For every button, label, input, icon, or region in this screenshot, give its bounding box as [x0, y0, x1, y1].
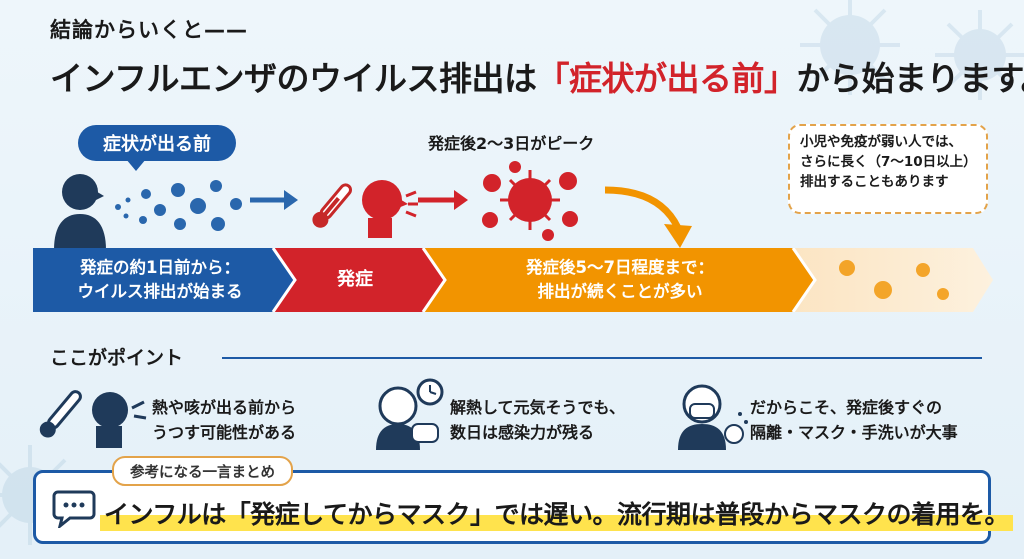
coughing-person-icon — [362, 180, 418, 238]
points-divider — [222, 357, 982, 359]
timeline-segment-red — [263, 248, 445, 312]
masked-person-clock-icon — [376, 378, 444, 450]
point-line: 数日は感染力が残る — [450, 423, 595, 442]
bubble-tail — [126, 159, 146, 171]
pre-symptom-bubble: 症状が出る前 — [78, 125, 236, 161]
headline-pre: インフルエンザのウイルス排出は — [50, 59, 537, 98]
long-shedding-note: 小児や免疫が弱い人では、 さらに長く（7〜10日以上） 排出することもあります — [788, 124, 988, 214]
timeline-segment-orange — [413, 248, 815, 312]
timeline-segment-1-label: 発症の約1日前から： ウイルス排出が始まる — [40, 256, 280, 304]
thermometer-icon — [312, 183, 352, 228]
point-1: 熱や咳が出る前から うつす可能性がある — [152, 395, 296, 445]
summary-text: インフルは「発症してからマスク」では遅い。流行期は普段からマスクの着用を。 — [100, 495, 1014, 531]
points-title: ここがポイント — [50, 347, 184, 369]
point-line: 熱や咳が出る前から — [152, 398, 297, 417]
peak-label: 発症後2〜3日がピーク — [428, 134, 595, 153]
timeline-bar — [33, 248, 993, 312]
headline-post: から始まります。 — [796, 59, 1024, 98]
peak-virus-cluster-icon — [482, 161, 578, 241]
headline-highlight: 「症状が出る前」 — [536, 59, 798, 98]
timeline-segment-2-label: 発症 — [290, 268, 420, 292]
point-line: うつす可能性がある — [152, 423, 297, 442]
virus-decoration-icon — [800, 0, 900, 95]
point-2: 解熱して元気そうでも、 数日は感染力が残る — [450, 395, 625, 445]
thermometer-cough-icon — [39, 390, 147, 448]
segment-line: 発症の約1日前から： — [80, 258, 240, 277]
arrow-right-icon — [250, 190, 298, 210]
virus-spread-icon — [115, 180, 242, 231]
note-line: さらに長く（7〜10日以上） — [800, 154, 977, 170]
timeline-segment-blue — [33, 248, 295, 312]
virus-decoration-icon — [935, 10, 1024, 100]
segment-line: ウイルス排出が始まる — [77, 282, 243, 301]
lead-text: 結論からいくと—— — [50, 18, 248, 42]
segment-line: 排出が続くことが多い — [537, 282, 703, 301]
timeline-segment-fade — [763, 248, 993, 312]
person-silhouette-icon — [54, 174, 106, 250]
mask-handwash-icon — [678, 384, 748, 450]
point-line: 隔離・マスク・手洗いが大事 — [750, 423, 958, 442]
point-line: 解熱して元気そうでも、 — [450, 398, 626, 417]
summary-tag: 参考になる一言まとめ — [112, 456, 293, 486]
curved-arrow-icon — [604, 186, 692, 248]
segment-line: 発症 — [337, 269, 373, 290]
headline: インフルエンザのウイルス排出は「症状が出る前」から始まります。 — [50, 52, 1024, 100]
segment-line: 発症後5〜7日程度まで： — [526, 258, 714, 277]
timeline-segment-3-label: 発症後5〜7日程度まで： 排出が続くことが多い — [440, 256, 800, 304]
note-line: 排出することもあります — [800, 174, 949, 190]
arrow-right-red-icon — [418, 190, 468, 210]
point-line: だからこそ、発症後すぐの — [750, 398, 943, 417]
point-3: だからこそ、発症後すぐの 隔離・マスク・手洗いが大事 — [750, 395, 958, 445]
note-line: 小児や免疫が弱い人では、 — [800, 134, 962, 150]
speech-bubble-icon — [52, 490, 96, 528]
